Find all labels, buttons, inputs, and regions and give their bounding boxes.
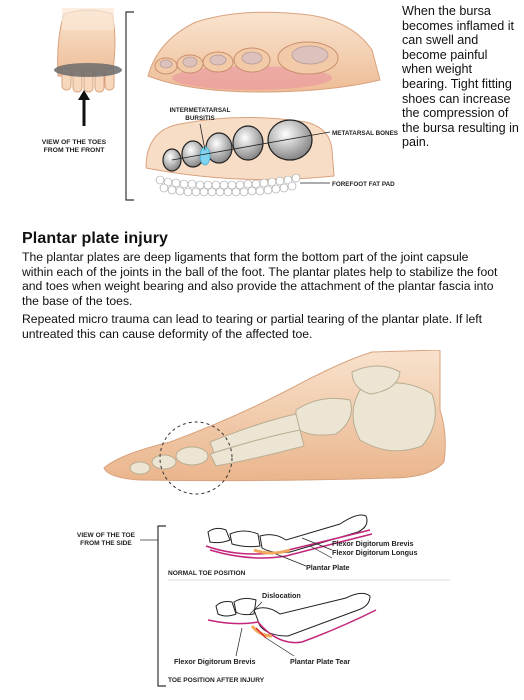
view-toes-label-1: VIEW OF THE TOES [42,139,107,146]
bottom-bracket [157,525,166,687]
plantar-plate-paragraph-2: Repeated micro trauma can lead to tearin… [22,312,483,341]
forefoot-bursitis-illustration: VIEW OF THE TOES FROM THE FRONT [42,8,398,201]
normal-position-label: NORMAL TOE POSITION [168,570,246,577]
after-injury-label: TOE POSITION AFTER INJURY [168,677,265,684]
foot-front-view [54,8,122,93]
toes-front-closeup [147,11,381,93]
joint-highlight-circle [159,421,233,495]
bursa-description: When the bursa becomes inflamed it can s… [402,4,519,150]
metatarsal-cross-section [145,116,335,197]
plantar-plate-comparison: VIEW OF THE TOE FROM THE SIDE Flexor Dig… [77,514,450,687]
foot-bones [129,365,436,475]
plantar-plate-tear-label: Plantar Plate Tear [290,657,350,666]
injured-toe-diagram [207,592,377,657]
normal-toe-diagram [205,514,373,567]
inflamed-bursa [199,146,211,166]
flexor-brevis-label-2: Flexor Digitorum Brevis [174,657,255,666]
intermetatarsal-label-2: BURSITIS [185,115,214,122]
bracket [125,11,134,201]
section-title: Plantar plate injury [22,230,169,247]
view-side-label-2: FROM THE SIDE [80,540,132,547]
intermetatarsal-label-1: INTERMETATARSAL [170,107,231,114]
arrow-up-icon [78,90,90,126]
plantar-plate-label: Plantar Plate [306,563,350,572]
metatarsal-bones-label: METATARSAL BONES [332,130,398,137]
flexor-longus-label: Flexor Digitorum Longus [332,548,417,557]
dislocation-label: Dislocation [262,591,301,600]
plantar-plate-paragraph-1: The plantar plates are deep ligaments th… [22,250,498,308]
view-side-label-1: VIEW OF THE TOE [77,532,136,539]
forefoot-fat-pad-label: FOREFOOT FAT PAD [332,181,395,188]
foot-side-view-illustration [103,350,446,495]
view-toes-label-2: FROM THE FRONT [44,147,106,154]
flexor-brevis-label: Flexor Digitorum Brevis [332,539,413,548]
